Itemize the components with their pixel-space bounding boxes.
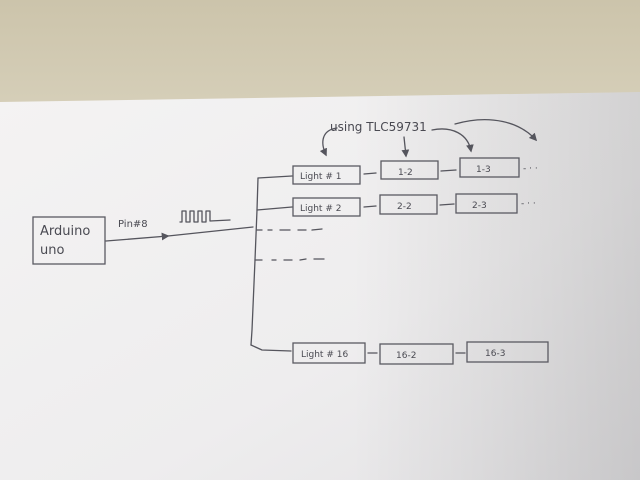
row2-link-b	[439, 203, 455, 206]
branch-dotted-2	[254, 258, 325, 261]
light-label-1: Light # 1	[300, 172, 341, 182]
light-label-16: Light # 16	[301, 350, 348, 360]
branch-16	[250, 344, 292, 352]
row1-link-b	[440, 169, 457, 172]
branch-1	[257, 175, 293, 179]
annotation-text: using TLC59731	[330, 120, 427, 134]
cell-box-1-3	[459, 157, 520, 178]
cell-box-1-2	[380, 160, 439, 180]
cell-box-2-3	[455, 193, 518, 214]
row1-ellipsis: - · ·	[523, 164, 538, 174]
paper-shadow	[0, 92, 640, 480]
cell-box-16-2	[379, 343, 454, 365]
pulse-train-icon	[179, 210, 231, 223]
branch-2	[256, 206, 293, 211]
annotation-arrow-2	[401, 136, 410, 158]
row2-link-a	[363, 205, 377, 208]
cell-label-16-3: 16-3	[485, 349, 505, 359]
light-box-1	[292, 165, 361, 185]
cell-label-16-2: 16-2	[396, 351, 416, 361]
arduino-label-line2: uno	[40, 243, 64, 258]
light-box-2	[292, 197, 361, 217]
annotation-arrow-4	[454, 118, 538, 142]
pin-label: Pin#8	[118, 219, 148, 230]
cell-label-1-3: 1-3	[476, 165, 491, 175]
arduino-label-line1: Arduino	[40, 224, 90, 239]
cell-label-2-2: 2-2	[397, 202, 412, 212]
signal-wire	[105, 232, 170, 242]
annotation-arrow-3	[431, 128, 474, 153]
branch-dotted-1	[256, 228, 323, 231]
cell-box-2-2	[379, 194, 438, 215]
annotation-arrow-1	[319, 127, 338, 157]
light-box-16	[292, 342, 366, 364]
signal-wire-continued	[167, 226, 254, 237]
light-label-2: Light # 2	[300, 204, 341, 214]
table-surface	[0, 0, 640, 110]
cell-label-1-2: 1-2	[398, 168, 413, 178]
cell-label-2-3: 2-3	[472, 201, 487, 211]
row2-ellipsis: - · ·	[521, 199, 536, 209]
row1-link-a	[363, 172, 377, 175]
arduino-box	[32, 216, 106, 265]
cell-box-16-3	[466, 341, 549, 363]
